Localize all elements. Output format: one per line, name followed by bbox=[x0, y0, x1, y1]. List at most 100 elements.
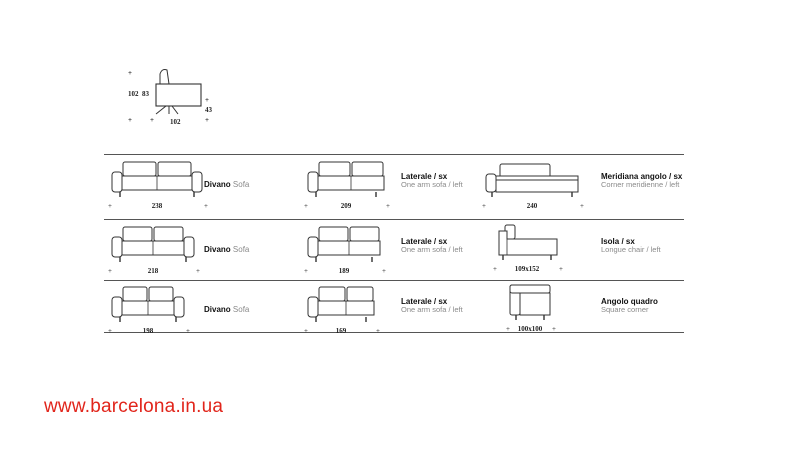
module-label: Divano Sofa bbox=[204, 305, 249, 314]
back-cushion bbox=[122, 161, 157, 177]
plus-mark: + bbox=[382, 267, 386, 275]
module-width-dimension: 169 bbox=[336, 327, 347, 335]
back-cushion bbox=[351, 161, 384, 177]
module-subtitle: Sofa bbox=[232, 180, 250, 189]
plus-mark: + bbox=[186, 327, 190, 335]
back-cushion bbox=[157, 161, 192, 177]
module-subtitle: One arm sofa / left bbox=[401, 245, 463, 255]
module-drawing-sofa3: ++238 bbox=[108, 161, 208, 210]
module-width-dimension: 240 bbox=[527, 202, 538, 210]
plus-mark: + bbox=[559, 265, 563, 273]
module-subtitle: Corner meridienne / left bbox=[601, 180, 680, 190]
armrest-right bbox=[191, 171, 203, 193]
side-profile-drawing: + + + + + 102 83 43 102 bbox=[120, 62, 220, 132]
module-label: Divano Sofa bbox=[204, 180, 249, 189]
back-cushion bbox=[318, 286, 346, 302]
back-cushion bbox=[153, 226, 184, 242]
corner-seat bbox=[519, 292, 551, 316]
armrest-right bbox=[183, 236, 195, 258]
plus-mark: + bbox=[108, 202, 112, 210]
module-title: Divano bbox=[204, 180, 231, 189]
module-subtitle: Sofa bbox=[232, 245, 250, 254]
side-profile-svg: + + + + + 102 83 43 102 bbox=[128, 69, 213, 126]
module-title: Divano bbox=[204, 305, 231, 314]
back-cushion bbox=[148, 286, 174, 302]
module-drawing-onearm3: + +209 bbox=[304, 161, 390, 210]
plus-mark: + bbox=[493, 265, 497, 273]
module-width-dimension: 198 bbox=[143, 327, 154, 335]
armrest-left bbox=[111, 296, 123, 318]
module-width-dimension: 209 bbox=[341, 202, 352, 210]
module-subtitle: One arm sofa / left bbox=[401, 180, 463, 190]
module-drawing-sofa2s: + +198 bbox=[108, 286, 190, 335]
module-width-dimension: 218 bbox=[148, 267, 159, 275]
armrest-right bbox=[173, 296, 185, 318]
armrest-left bbox=[307, 171, 319, 193]
module-title: Laterale / sx bbox=[401, 172, 448, 181]
dim-depth: 102 bbox=[170, 118, 181, 126]
module-title: Angolo quadro bbox=[601, 297, 658, 306]
armrest-left bbox=[111, 171, 123, 193]
module-drawing-onearm2s: ++169 bbox=[304, 286, 380, 335]
website-url[interactable]: www.barcelona.in.ua bbox=[44, 396, 224, 417]
table-rule bbox=[104, 219, 684, 220]
module-subtitle: One arm sofa / left bbox=[401, 305, 463, 315]
back-cushion bbox=[346, 286, 374, 302]
leg-line bbox=[155, 105, 167, 115]
module-drawing-meridienne: + +240 bbox=[482, 163, 584, 210]
armrest-left bbox=[307, 236, 319, 258]
table-rule-top bbox=[104, 154, 684, 155]
module-subtitle: Sofa bbox=[232, 305, 250, 314]
backrest-shape bbox=[159, 69, 170, 85]
module-width-dimension: 189 bbox=[339, 267, 350, 275]
module-title: Meridiana angolo / sx bbox=[601, 172, 683, 181]
module-title: Laterale / sx bbox=[401, 237, 448, 246]
back-cushion bbox=[318, 226, 349, 242]
plus-mark: + bbox=[304, 202, 308, 210]
corner-back-top bbox=[509, 284, 551, 294]
seat-body bbox=[155, 83, 202, 107]
module-subtitle: Square corner bbox=[601, 305, 649, 315]
backrest-rail bbox=[495, 175, 579, 181]
module-drawing-corner: + +100x100 bbox=[506, 284, 556, 333]
plus-mark: + bbox=[304, 327, 308, 335]
plus-mark: + bbox=[506, 325, 510, 333]
plus-mark: + bbox=[205, 116, 209, 124]
leg-line bbox=[171, 105, 179, 115]
back-cushion bbox=[122, 286, 148, 302]
plus-mark: + bbox=[150, 116, 154, 124]
plus-mark: + bbox=[108, 267, 112, 275]
module-drawing-sofa2: ++218 bbox=[108, 226, 200, 275]
plus-mark: + bbox=[552, 325, 556, 333]
dim-seat-height: 43 bbox=[205, 106, 213, 114]
plus-mark: + bbox=[386, 202, 390, 210]
module-drawing-onearm2: + +189 bbox=[304, 226, 386, 275]
back-cushion bbox=[122, 226, 153, 242]
module-width-dimension: 100x100 bbox=[518, 325, 543, 333]
back-cushion bbox=[349, 226, 380, 242]
table-rule bbox=[104, 280, 684, 281]
module-title: Laterale / sx bbox=[401, 297, 448, 306]
dim-height-total: 102 bbox=[128, 90, 139, 98]
plus-mark: + bbox=[205, 96, 209, 104]
plus-mark: + bbox=[304, 267, 308, 275]
plus-mark: + bbox=[108, 327, 112, 335]
table-rule-bottom bbox=[104, 332, 684, 333]
plus-mark: + bbox=[128, 116, 132, 124]
module-title: Isola / sx bbox=[601, 237, 635, 246]
module-width-dimension: 109x152 bbox=[515, 265, 540, 273]
module-drawing-chaise: + +109x152 bbox=[493, 224, 563, 273]
plus-mark: + bbox=[580, 202, 584, 210]
armrest-left bbox=[307, 296, 319, 318]
module-label: Divano Sofa bbox=[204, 245, 249, 254]
armrest-left bbox=[111, 236, 123, 258]
plus-mark: + bbox=[128, 69, 132, 77]
plus-mark: + bbox=[482, 202, 486, 210]
dim-height-back: 83 bbox=[142, 90, 150, 98]
